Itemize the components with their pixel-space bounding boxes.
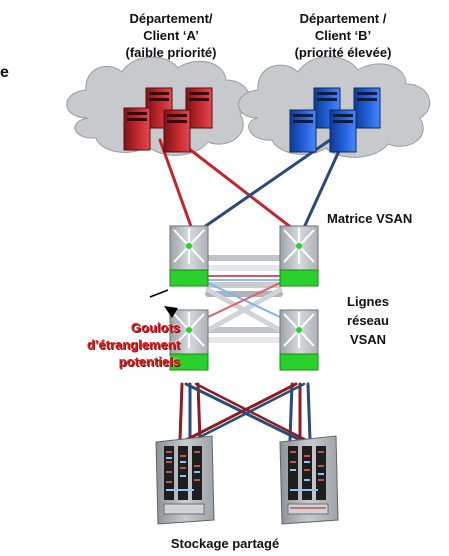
storage-array-icon-right: [279, 435, 339, 525]
vsan-links-line-1: Lignes: [347, 294, 389, 309]
server-tower-icon: [353, 87, 381, 129]
bottlenecks-label: Goulots d’étranglement potentiels: [30, 319, 180, 370]
fabric-switch-icon-top-right: [279, 225, 319, 287]
vsan-links-line-3: VSAN: [349, 332, 387, 347]
fabric-switch-icon-bottom-right: [279, 309, 319, 371]
bottlenecks-line-2: d’étranglement: [86, 337, 180, 352]
department-a-line-2: Client ‘A’: [143, 28, 199, 43]
storage-array-icon-left: [155, 435, 215, 525]
server-tower-icon-group-a: [123, 87, 213, 153]
server-tower-icon: [289, 109, 317, 153]
department-b-line-2: Client ‘B’: [314, 28, 372, 43]
vsan-fabric-label: Matrice VSAN: [327, 211, 413, 226]
vsan-interswitch-links: [205, 255, 283, 343]
bottlenecks-line-3: potentiels: [118, 354, 180, 369]
shared-storage-label: Stockage partagé: [170, 536, 280, 551]
vsan-links-line-2: réseau: [347, 313, 389, 328]
fabric-switch-icon-bottom-left: [169, 309, 209, 371]
department-a-label: Département/ Client ‘A’ (faible priorité…: [96, 10, 246, 61]
arrow-pointer-icon: [149, 289, 178, 318]
storage-links: [178, 382, 312, 442]
server-tower-icon: [329, 109, 357, 153]
department-b-line-1: Département /: [299, 11, 387, 26]
stray-label-fragment: e: [0, 64, 9, 81]
department-a-line-1: Département/: [129, 11, 213, 26]
vsan-links-label: Lignes réseau VSAN: [333, 292, 403, 349]
server-tower-icon: [163, 109, 191, 153]
fabric-switch-icon-top-left: [169, 225, 209, 287]
department-a-line-3: (faible priorité): [125, 45, 217, 60]
bottlenecks-line-1: Goulots: [130, 320, 180, 335]
server-tower-icon-group-b: [289, 87, 381, 153]
host-links: [158, 136, 346, 234]
department-b-line-3: (priorité élevée): [294, 45, 392, 60]
department-b-label: Département / Client ‘B’ (priorité élevé…: [258, 10, 428, 61]
server-tower-icon: [185, 87, 213, 129]
server-tower-icon: [123, 107, 151, 151]
